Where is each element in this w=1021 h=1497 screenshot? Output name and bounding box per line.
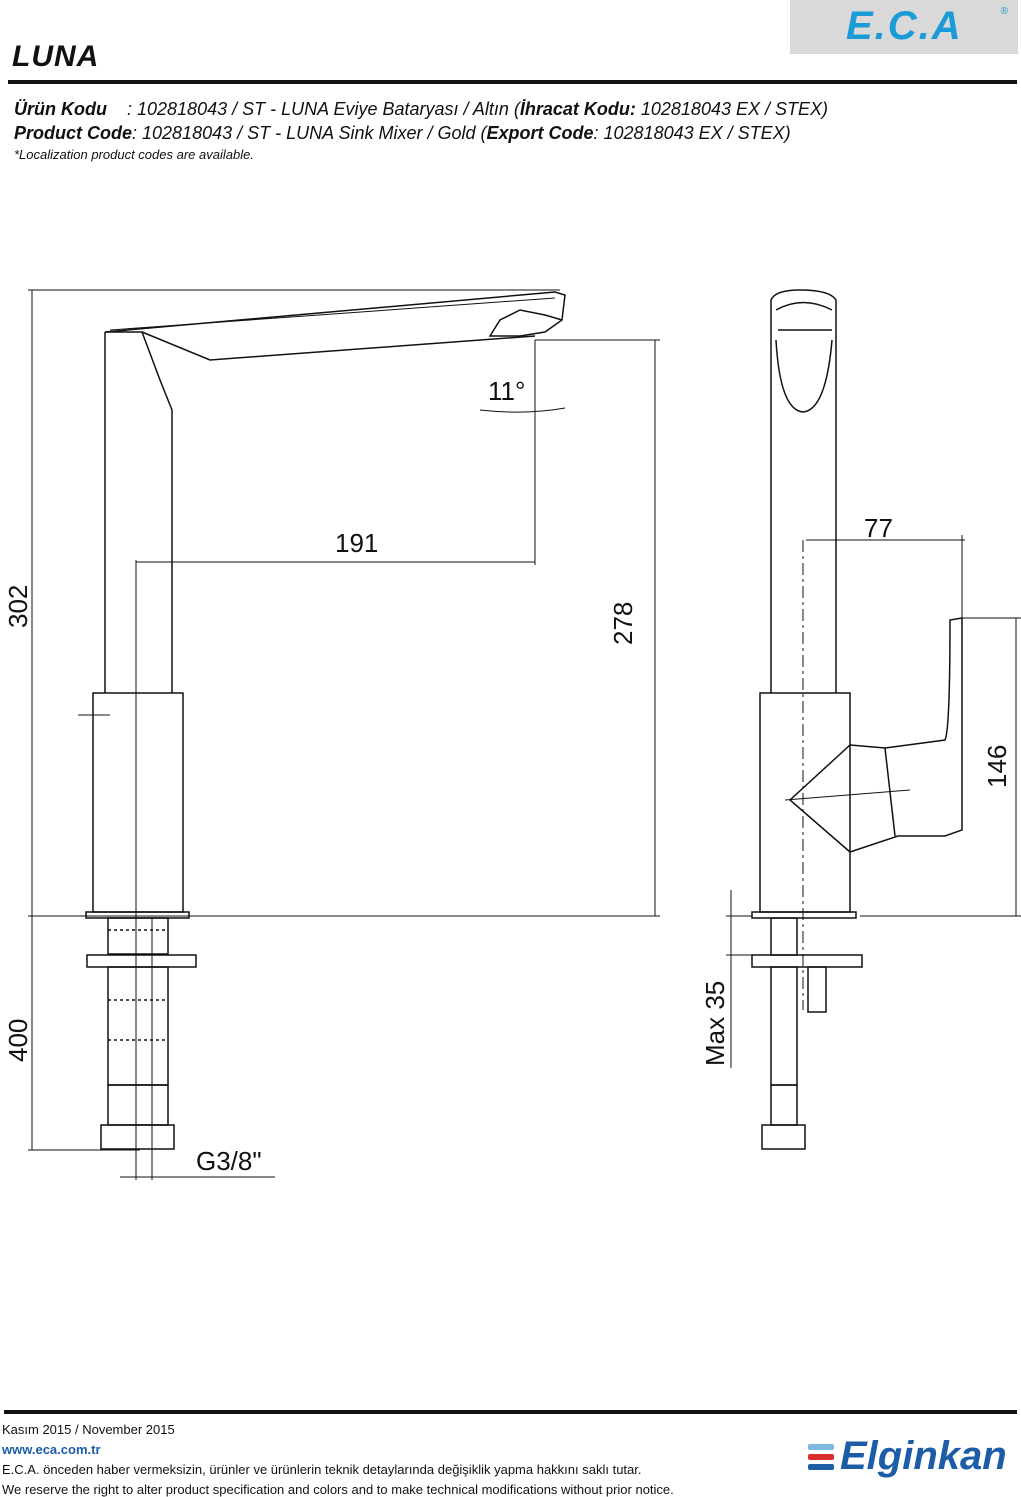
- localization-note: *Localization product codes are availabl…: [14, 147, 254, 162]
- footer-rule: [4, 1410, 1017, 1414]
- product-info: Ürün Kodu : 102818043 / ST - LUNA Eviye …: [14, 97, 828, 165]
- product-code-tr: Ürün Kodu : 102818043 / ST - LUNA Eviye …: [14, 99, 828, 119]
- date: Kasım 2015 / November 2015: [2, 1422, 175, 1437]
- dim-302: 302: [3, 585, 33, 628]
- disclaimer-tr: E.C.A. önceden haber vermeksizin, ürünle…: [2, 1462, 642, 1477]
- front-view: [85, 291, 566, 1180]
- product-code-en: Product Code: 102818043 / ST - LUNA Sink…: [14, 123, 791, 143]
- website-link[interactable]: www.eca.com.tr: [2, 1442, 101, 1457]
- dim-400: 400: [3, 1019, 33, 1062]
- side-view: [751, 289, 963, 1150]
- elginkan-stripes-icon: [808, 1444, 834, 1474]
- dim-thread: G3/8": [196, 1146, 262, 1176]
- page-title: LUNA: [12, 40, 100, 73]
- footer: Kasım 2015 / November 2015 www.eca.com.t…: [2, 1420, 674, 1497]
- eca-logo: E.C.A®: [790, 0, 1018, 54]
- dim-278: 278: [608, 602, 638, 645]
- dim-angle: 11°: [488, 376, 525, 406]
- disclaimer-en: We reserve the right to alter product sp…: [2, 1482, 674, 1497]
- dim-191: 191: [335, 528, 378, 558]
- dim-146: 146: [982, 745, 1012, 788]
- header-rule: [8, 80, 1017, 84]
- dim-max35: Max 35: [700, 981, 730, 1066]
- dim-77: 77: [864, 513, 893, 543]
